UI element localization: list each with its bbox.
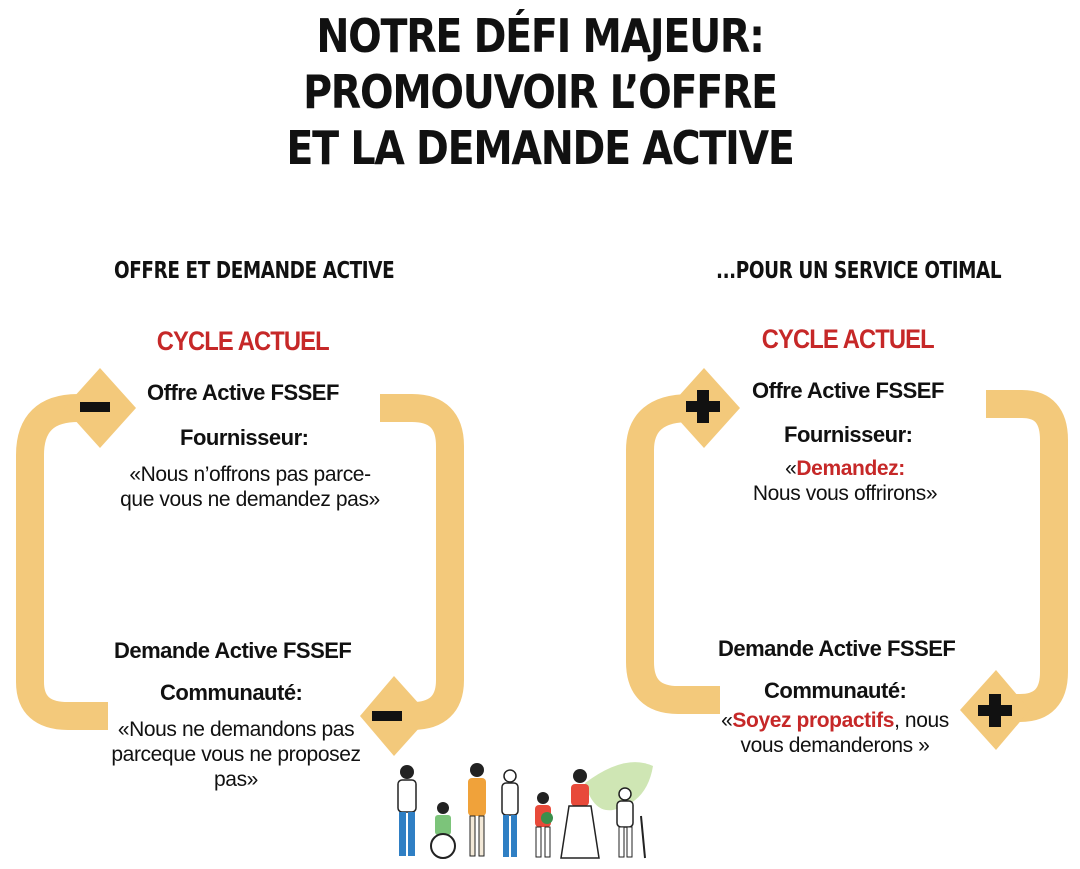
community-highlight: Soyez propactifs bbox=[732, 709, 895, 732]
left-community-quote-line-3: pas» bbox=[214, 768, 258, 791]
right-community-quote-line-1: «Soyez propactifs, nous bbox=[685, 708, 985, 733]
person-icon bbox=[468, 763, 486, 857]
left-right-bracket bbox=[380, 394, 464, 730]
plus-icon bbox=[686, 390, 720, 423]
person-icon bbox=[560, 769, 600, 859]
right-community-quote: «Soyez propactifs, nous vous demanderons… bbox=[685, 708, 985, 758]
left-community-quote: «Nous ne demandons pas parceque vous ne … bbox=[86, 717, 386, 792]
title-line-3: ET LA DEMANDE ACTIVE bbox=[286, 121, 794, 175]
quote-open: « bbox=[785, 457, 797, 480]
minus-icon bbox=[80, 402, 110, 412]
right-provider-label: Fournisseur: bbox=[784, 422, 913, 447]
left-left-bracket bbox=[15, 394, 108, 730]
left-community-quote-line-1: «Nous ne demandons pas bbox=[117, 718, 355, 741]
right-cycle-label: CYCLE ACTUEL bbox=[761, 324, 935, 354]
left-offer-title: Offre Active FSSEF bbox=[147, 380, 339, 405]
leaf-shape bbox=[585, 762, 653, 811]
right-demand-title: Demande Active FSSEF bbox=[718, 636, 956, 661]
right-offer-title: Offre Active FSSEF bbox=[752, 378, 944, 403]
child-icon bbox=[535, 792, 553, 858]
page-title: NOTRE DÉFI MAJEUR: PROMOUVOIR L’OFFRE ET… bbox=[76, 8, 1005, 176]
left-community-quote-line-2: parceque vous ne proposez bbox=[111, 743, 361, 766]
right-community-label: Communauté: bbox=[764, 678, 907, 703]
right-provider-quote-line-2: Nous vous offrirons» bbox=[752, 482, 938, 505]
right-heading: ...POUR UN SERVICE OTIMAL bbox=[716, 258, 1002, 284]
left-provider-label: Fournisseur: bbox=[180, 425, 309, 450]
plus-icon bbox=[978, 694, 1012, 727]
community-rest: , nous bbox=[894, 709, 949, 732]
person-icon bbox=[397, 765, 417, 856]
provider-highlight: Demandez: bbox=[796, 457, 905, 480]
left-cycle-label: CYCLE ACTUEL bbox=[156, 326, 330, 356]
wheelchair-user-icon bbox=[430, 802, 456, 859]
left-provider-quote-line-2: que vous ne demandez pas» bbox=[120, 488, 380, 511]
minus-icon bbox=[372, 711, 402, 721]
right-cycle-loop bbox=[626, 368, 1068, 750]
left-provider-quote: «Nous n’offrons pas parce- que vous ne d… bbox=[100, 462, 400, 512]
quote-open: « bbox=[721, 709, 733, 732]
left-community-label: Communauté: bbox=[160, 680, 303, 705]
right-community-quote-line-2: vous demanderons » bbox=[740, 734, 930, 757]
right-right-bracket bbox=[986, 390, 1068, 722]
left-provider-quote-line-1: «Nous n’offrons pas parce- bbox=[129, 463, 371, 486]
elderly-person-icon bbox=[616, 787, 646, 859]
right-left-bracket bbox=[626, 394, 720, 714]
left-cycle-loop bbox=[15, 368, 464, 756]
right-provider-quote-line-1: «Demandez: bbox=[695, 456, 995, 481]
title-line-1: NOTRE DÉFI MAJEUR: bbox=[316, 9, 765, 63]
left-demand-title: Demande Active FSSEF bbox=[114, 638, 352, 663]
left-heading: OFFRE ET DEMANDE ACTIVE bbox=[114, 258, 395, 284]
people-illustration bbox=[397, 762, 653, 859]
right-provider-quote: «Demandez: Nous vous offrirons» bbox=[695, 456, 995, 506]
title-line-2: PROMOUVOIR L’OFFRE bbox=[303, 65, 778, 119]
person-icon bbox=[501, 769, 519, 857]
